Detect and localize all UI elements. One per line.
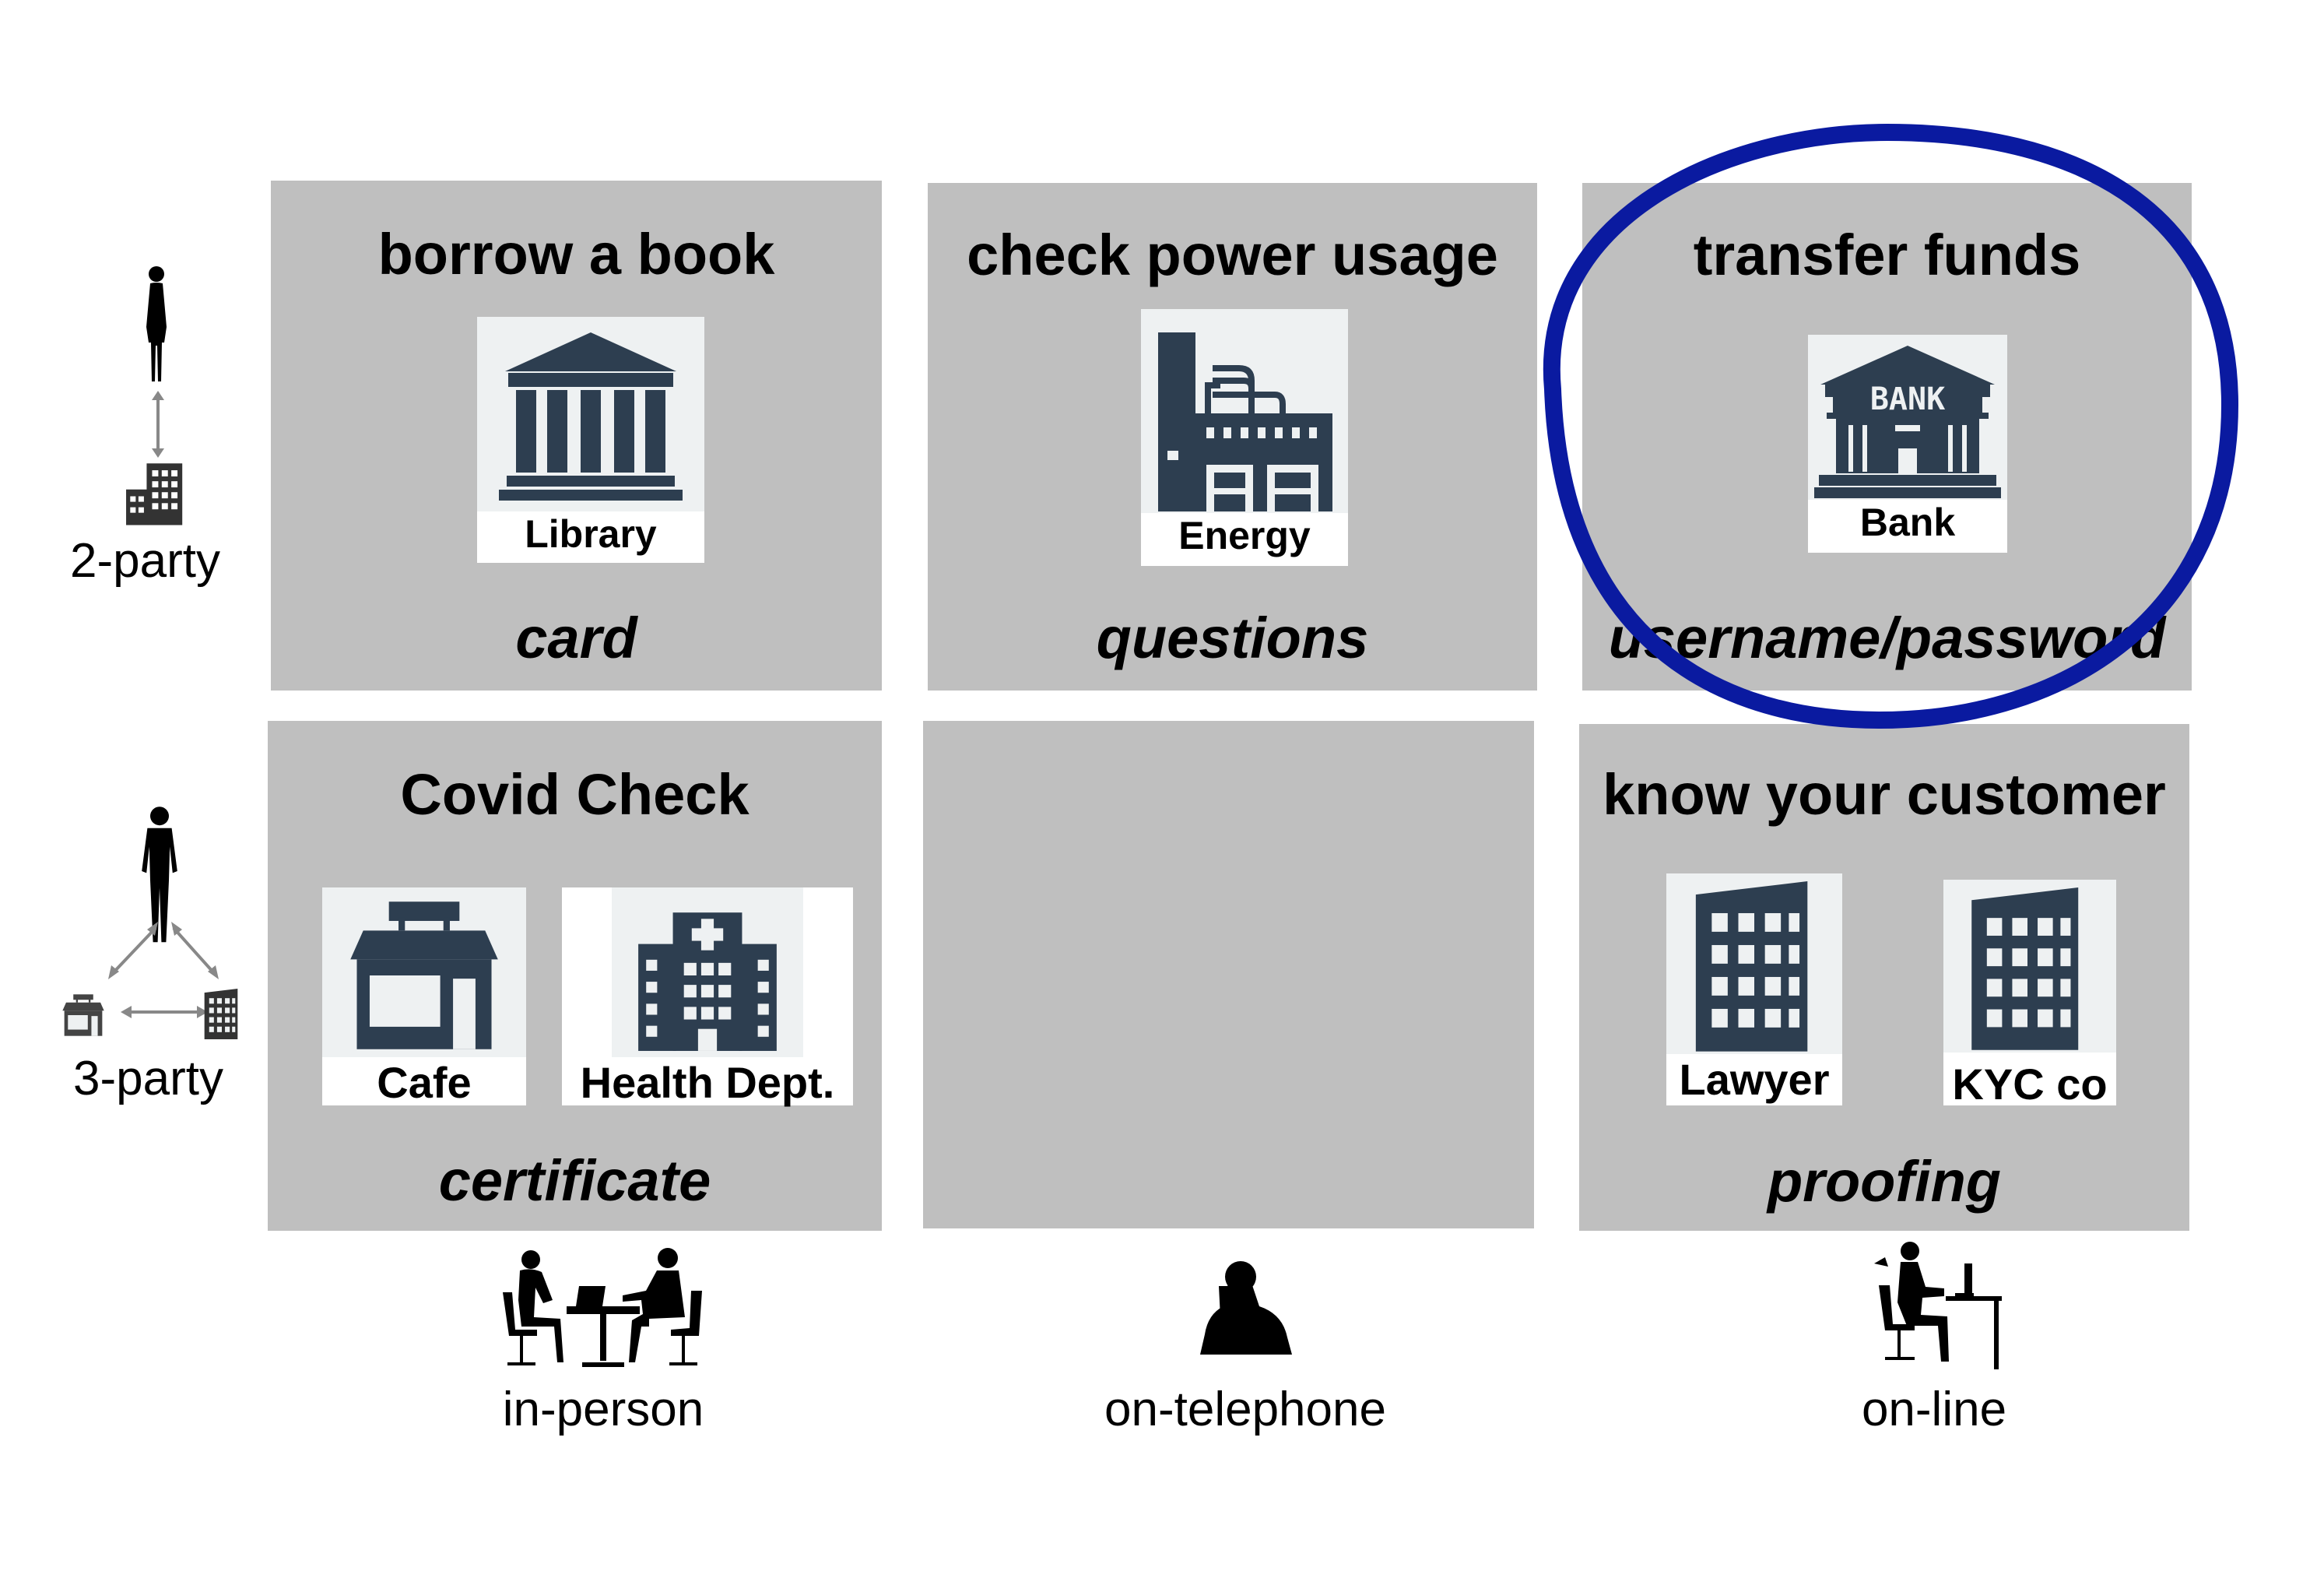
- tile-label: Energy: [1178, 514, 1311, 557]
- triangle-arrows-icon: [97, 919, 233, 1028]
- row-label-2-party: 2-party: [70, 534, 220, 588]
- person-icon: [137, 265, 176, 389]
- cell-covid-check: Covid Check Cafe Health Dept. certificat…: [268, 721, 882, 1231]
- shop-icon: [336, 895, 512, 1056]
- lawyer-tile: Lawyer: [1666, 873, 1842, 1105]
- telephone-person-icon: [1200, 1261, 1292, 1355]
- library-tile: Library: [477, 317, 704, 563]
- cell-borrow-a-book: borrow a book Library card: [271, 181, 882, 691]
- double-arrow-icon: [149, 389, 167, 459]
- credential-label: card: [515, 606, 637, 670]
- credential-label: certificate: [438, 1148, 711, 1213]
- kyc-co-tile: KYC co: [1943, 880, 2116, 1109]
- credential-label: questions: [1096, 606, 1369, 670]
- tile-label: Cafe: [377, 1058, 472, 1107]
- bank-tile: BANK Bank: [1808, 335, 2007, 553]
- credential-label: proofing: [1767, 1149, 2001, 1214]
- cell-title: know your customer: [1603, 762, 2166, 827]
- tile-label: Bank: [1859, 501, 1956, 544]
- row-label-3-party: 3-party: [73, 1052, 223, 1105]
- library-icon: [499, 332, 683, 501]
- cell-transfer-funds: transfer funds BANK Bank username/pass: [1582, 183, 2192, 691]
- building-icon: [121, 459, 189, 528]
- tile-label: KYC co: [1952, 1060, 2108, 1109]
- tile-label: Health Dept.: [580, 1058, 835, 1107]
- shop-icon: [61, 993, 106, 1038]
- health-dept-tile: Health Dept.: [562, 887, 853, 1107]
- highlight-ellipse: [1543, 123, 2239, 729]
- column-label-on-line: on-line: [1861, 1383, 2007, 1436]
- column-label-on-telephone: on-telephone: [1104, 1383, 1386, 1436]
- cell-title: transfer funds: [1693, 223, 2081, 287]
- hospital-icon: [629, 895, 786, 1056]
- energy-tile: Energy: [1141, 309, 1348, 566]
- meeting-icon: [503, 1248, 702, 1367]
- bank-icon: BANK: [1814, 346, 2001, 498]
- cell-title: check power usage: [967, 223, 1498, 287]
- cell-title: borrow a book: [377, 222, 775, 286]
- factory-icon: [1158, 332, 1332, 511]
- cell-empty: [923, 721, 1534, 1228]
- computer-user-icon: [1874, 1242, 2002, 1369]
- cell-know-your-customer: know your customer Lawyer KYC co proofin…: [1579, 724, 2189, 1231]
- office-building-icon: [1683, 881, 1825, 1054]
- tile-label: Library: [525, 512, 657, 556]
- column-label-in-person: in-person: [502, 1383, 704, 1436]
- svg-text:BANK: BANK: [1870, 381, 1945, 417]
- building-icon: [198, 989, 245, 1040]
- cell-check-power-usage: check power usage Energy questions: [928, 183, 1537, 691]
- cafe-tile: Cafe: [322, 887, 526, 1107]
- cell-title: Covid Check: [400, 762, 750, 827]
- tile-label: Lawyer: [1679, 1055, 1830, 1104]
- credential-label: username/password: [1608, 606, 2166, 670]
- office-building-icon: [1957, 887, 2098, 1053]
